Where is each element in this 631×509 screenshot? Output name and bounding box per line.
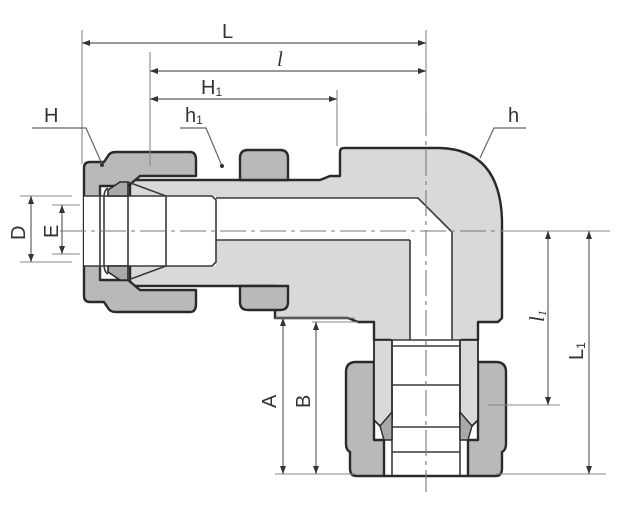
svg-text:H1: H1 [201,77,222,99]
label-E: E [41,225,63,238]
label-B: B [293,395,315,408]
nut-bottom [344,360,508,478]
label-A: A [259,394,281,408]
label-H: H [44,105,58,127]
leader-h: h [479,105,526,159]
label-L1: L [566,349,588,360]
label-H1: H [201,77,215,99]
label-l1: l [525,316,549,322]
label-L: L [222,21,233,43]
dim-l: l [149,47,426,166]
svg-text:h1: h1 [185,105,203,127]
svg-text:l1: l1 [525,310,549,322]
dim-H1: H1 [150,77,338,146]
dim-E: E [41,204,80,255]
dim-l1: l1 [488,230,610,406]
label-h: h [508,105,519,127]
dim-B: B [293,321,358,474]
label-h1: h [185,105,196,127]
nut-h1 [238,148,290,312]
leader-h1: h1 [180,105,224,168]
svg-text:L1: L1 [566,342,588,360]
dim-L1: L1 [496,231,606,475]
dim-L: L [81,21,427,164]
dim-A: A [259,317,356,475]
dim-D: D [8,195,72,263]
leader-H: H [32,105,104,167]
label-D: D [8,226,30,240]
label-l: l [277,47,283,71]
